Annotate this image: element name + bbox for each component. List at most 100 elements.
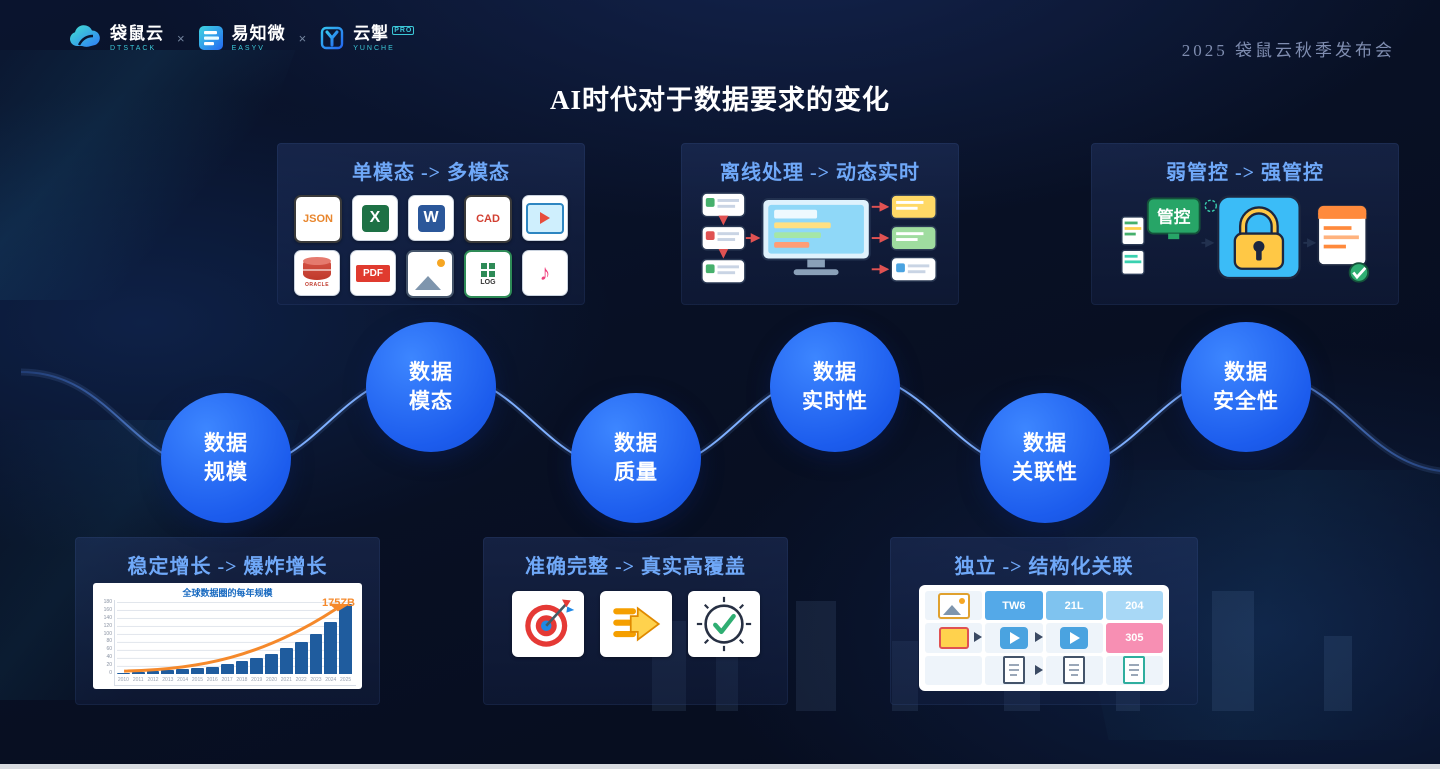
node-data-security: 数据安全性 bbox=[1181, 322, 1311, 452]
card-governance: 弱管控 -> 强管控 管控 bbox=[1091, 143, 1399, 305]
document-icon bbox=[1063, 656, 1086, 685]
chart-bar bbox=[309, 634, 323, 674]
chart-x-label: 2012 bbox=[147, 677, 159, 683]
card-modality-title: 单模态 -> 多模态 bbox=[351, 162, 511, 184]
image-file-icon bbox=[406, 250, 454, 298]
video-play-icon bbox=[999, 626, 1028, 649]
json-file-icon: JSON bbox=[294, 195, 342, 243]
grid-cell bbox=[1045, 655, 1103, 685]
cad-file-icon: CAD bbox=[464, 195, 512, 243]
chart-bar bbox=[294, 642, 308, 674]
chart-bar bbox=[146, 671, 160, 674]
chart-bars bbox=[117, 602, 352, 674]
chart-y-tick: 100 bbox=[103, 630, 112, 637]
node-data-modality: 数据模态 bbox=[366, 322, 496, 452]
card-realtime-title: 离线处理 -> 动态实时 bbox=[719, 162, 921, 184]
chart-bar bbox=[161, 670, 175, 674]
chart-x-label: 2011 bbox=[132, 677, 144, 683]
chart-x-label: 2015 bbox=[191, 677, 204, 683]
chart-y-tick: 180 bbox=[103, 599, 112, 605]
chart-x-label: 2020 bbox=[265, 677, 278, 683]
logo-separator: × bbox=[177, 30, 185, 46]
document-icon bbox=[1123, 656, 1146, 685]
structured-grid-illustration: TW6 21L 204 305 bbox=[919, 585, 1169, 691]
chart-bar bbox=[265, 654, 278, 674]
logo-group: 袋鼠云 DTSTACK × 易知微 EASYV bbox=[68, 24, 415, 52]
bottom-edge-strip bbox=[0, 764, 1440, 769]
chart-bar bbox=[176, 669, 190, 674]
grid-cell bbox=[1045, 623, 1103, 653]
chart-y-tick: 20 bbox=[106, 662, 112, 668]
dtstack-logo-icon bbox=[70, 25, 100, 47]
card-modality: 单模态 -> 多模态 JSON X W CAD ORACLE PDF LOG ♪ bbox=[277, 143, 585, 305]
music-file-icon: ♪ bbox=[522, 250, 568, 296]
logo-separator: × bbox=[298, 30, 307, 46]
chart-x-label: 2025 bbox=[340, 677, 352, 683]
grid-header-cell: TW6 bbox=[985, 591, 1043, 621]
chart-y-tick: 0 bbox=[109, 669, 112, 676]
chart-y-tick: 140 bbox=[103, 614, 112, 621]
grid-cell bbox=[925, 591, 983, 621]
chart-y-tick: 40 bbox=[106, 654, 112, 661]
card-icon bbox=[938, 626, 969, 649]
grid-header-cell: 21L bbox=[1045, 591, 1103, 621]
grid-cell bbox=[925, 623, 983, 653]
logo-yunche-sub: YUNCHE bbox=[353, 44, 395, 52]
document-icon bbox=[1002, 656, 1025, 685]
video-file-icon bbox=[522, 195, 568, 241]
chart-x-label: 2024 bbox=[325, 677, 337, 683]
node-data-quality: 数据质量 bbox=[571, 393, 701, 523]
chart-x-label: 2016 bbox=[206, 677, 218, 683]
card-structured-title: 独立 -> 结构化关联 bbox=[954, 556, 1134, 578]
grid-header-cell: 204 bbox=[1105, 591, 1163, 621]
chart-bar bbox=[235, 660, 249, 674]
realtime-diagram-illustration bbox=[681, 191, 959, 289]
word-file-icon: W bbox=[408, 195, 454, 241]
node-data-scale: 数据规模 bbox=[161, 393, 291, 523]
excel-file-icon: X bbox=[352, 195, 398, 241]
logo-easyv-sub: EASYV bbox=[231, 44, 265, 52]
logo-dtstack: 袋鼠云 DTSTACK bbox=[68, 24, 164, 52]
grid-cell bbox=[985, 623, 1043, 653]
list-arrow-icon bbox=[599, 591, 672, 657]
chart-y-tick: 120 bbox=[103, 622, 112, 629]
node-data-relation: 数据关联性 bbox=[980, 393, 1110, 523]
oracle-db-icon: ORACLE bbox=[294, 250, 340, 296]
yunche-logo-icon bbox=[320, 26, 344, 50]
grid-cell bbox=[985, 655, 1043, 685]
chart-y-tick: 160 bbox=[103, 606, 112, 613]
chart-x-label: 2013 bbox=[162, 677, 174, 683]
easyv-logo-icon bbox=[198, 26, 223, 50]
pdf-file-icon: PDF bbox=[350, 250, 396, 296]
card-growth-title: 稳定增长 -> 爆炸增长 bbox=[127, 556, 328, 578]
chart-x-label: 2017 bbox=[221, 677, 233, 683]
chart-x-label: 2018 bbox=[236, 677, 248, 683]
event-label: 2025 袋鼠云秋季发布会 bbox=[1181, 41, 1395, 60]
logo-easyv-name: 易知微 bbox=[231, 23, 286, 43]
chart-x-label: 2023 bbox=[310, 677, 322, 683]
chart-bar bbox=[279, 648, 293, 674]
chart-bar bbox=[191, 667, 204, 674]
chart-x-label: 2021 bbox=[280, 677, 292, 683]
monitor-dataflow-icon bbox=[701, 192, 937, 284]
picture-icon bbox=[937, 592, 970, 619]
card-quality: 准确完整 -> 真实高覆盖 bbox=[483, 537, 788, 705]
chart-bar bbox=[250, 657, 264, 674]
control-badge-label: 管控 bbox=[1157, 206, 1191, 226]
chart-bar bbox=[131, 672, 145, 674]
target-dart-icon bbox=[511, 591, 584, 657]
logo-easyv: 易知微 EASYV bbox=[198, 25, 286, 52]
chart-bar bbox=[117, 673, 130, 674]
card-governance-title: 弱管控 -> 强管控 bbox=[1165, 162, 1325, 184]
chart-bar bbox=[205, 666, 219, 674]
flow-arrow-icon bbox=[1035, 665, 1043, 675]
chart-bar bbox=[324, 622, 338, 674]
flow-arrow-icon bbox=[1035, 632, 1043, 642]
